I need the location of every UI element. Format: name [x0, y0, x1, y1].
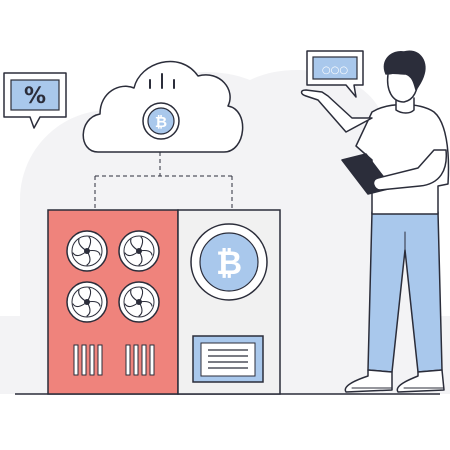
- server-vent-icon: [73, 344, 103, 376]
- chat-dots: ○○○: [322, 65, 348, 76]
- chat-bubble-icon: ○○○: [306, 50, 364, 98]
- rig-coin-symbol: ₿: [216, 244, 242, 282]
- person-hair: [383, 50, 426, 91]
- cooling-fan-icon: [118, 230, 160, 272]
- percent-speech-bubble-icon: %: [3, 72, 67, 129]
- person-tablet-arm: [372, 149, 448, 191]
- server-vent-icon: [125, 344, 155, 376]
- cloud-connector: [94, 152, 233, 210]
- person-figure: [300, 50, 450, 393]
- mining-rig: ₿: [47, 209, 281, 395]
- cloud-coin-symbol: ₿: [155, 113, 167, 131]
- bitcoin-coin-icon: ₿: [142, 102, 180, 140]
- rig-display-panel: [192, 335, 264, 383]
- cooling-fan-icon: [118, 281, 160, 323]
- person-shoe-right: [396, 369, 445, 393]
- percent-symbol: %: [24, 84, 46, 109]
- bitcoin-coin-icon: ₿: [190, 223, 268, 301]
- person-pointing-arm: [300, 89, 373, 133]
- cloud-icon: ₿: [82, 60, 244, 153]
- person-shoe-left: [344, 369, 393, 393]
- cooling-fan-icon: [66, 230, 108, 272]
- cooling-fan-icon: [66, 281, 108, 323]
